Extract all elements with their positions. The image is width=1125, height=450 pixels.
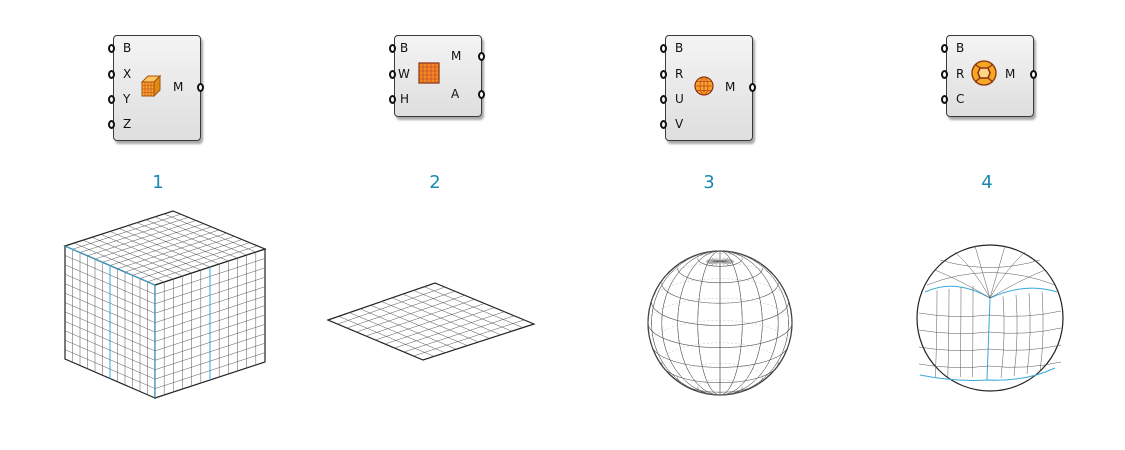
input-grip[interactable] [389, 95, 396, 104]
mesh-box-icon [140, 74, 162, 98]
input-label: R [675, 67, 684, 81]
input-label: H [400, 92, 410, 106]
input-label: B [123, 41, 132, 55]
input-label: Y [123, 92, 131, 106]
input-label: B [956, 41, 965, 55]
input-grip[interactable] [941, 95, 948, 104]
component-body[interactable] [946, 35, 1034, 117]
output-grip[interactable] [197, 83, 204, 92]
output-grip[interactable] [1030, 70, 1037, 79]
output-label: M [173, 80, 184, 94]
input-label: W [398, 67, 410, 81]
input-grip[interactable] [941, 70, 948, 79]
input-grip[interactable] [389, 70, 396, 79]
mesh-box-preview [63, 210, 267, 399]
input-label: Z [123, 117, 132, 131]
input-grip[interactable] [108, 95, 115, 104]
input-label: X [123, 67, 132, 81]
mesh-sphere-ex-preview [916, 244, 1064, 392]
input-grip[interactable] [941, 44, 948, 53]
mesh-sphere-icon [694, 76, 714, 96]
input-label: R [956, 67, 965, 81]
output-grip[interactable] [749, 83, 756, 92]
input-label: B [400, 41, 409, 55]
input-grip[interactable] [660, 44, 667, 53]
input-label: B [675, 41, 684, 55]
input-grip[interactable] [660, 120, 667, 129]
input-label: V [675, 117, 684, 131]
input-grip[interactable] [389, 44, 396, 53]
component-number: 1 [152, 172, 164, 193]
mesh-plane-preview [326, 282, 536, 361]
component-number: 3 [703, 172, 715, 193]
output-label: M [725, 80, 736, 94]
mesh-plane-icon [418, 62, 440, 84]
output-label: M [1005, 67, 1016, 81]
output-grip[interactable] [478, 52, 485, 61]
input-grip[interactable] [108, 44, 115, 53]
input-label: U [675, 92, 684, 106]
component-number: 4 [981, 172, 993, 193]
output-grip[interactable] [478, 90, 485, 99]
mesh-sphere-preview [647, 250, 793, 396]
input-grip[interactable] [108, 120, 115, 129]
input-grip[interactable] [660, 70, 667, 79]
component-number: 2 [429, 172, 441, 193]
input-grip[interactable] [660, 95, 667, 104]
input-grip[interactable] [108, 70, 115, 79]
output-label: A [451, 87, 460, 101]
mesh-sphere-ex-icon [971, 60, 997, 86]
input-label: C [956, 92, 965, 106]
output-label: M [451, 49, 462, 63]
